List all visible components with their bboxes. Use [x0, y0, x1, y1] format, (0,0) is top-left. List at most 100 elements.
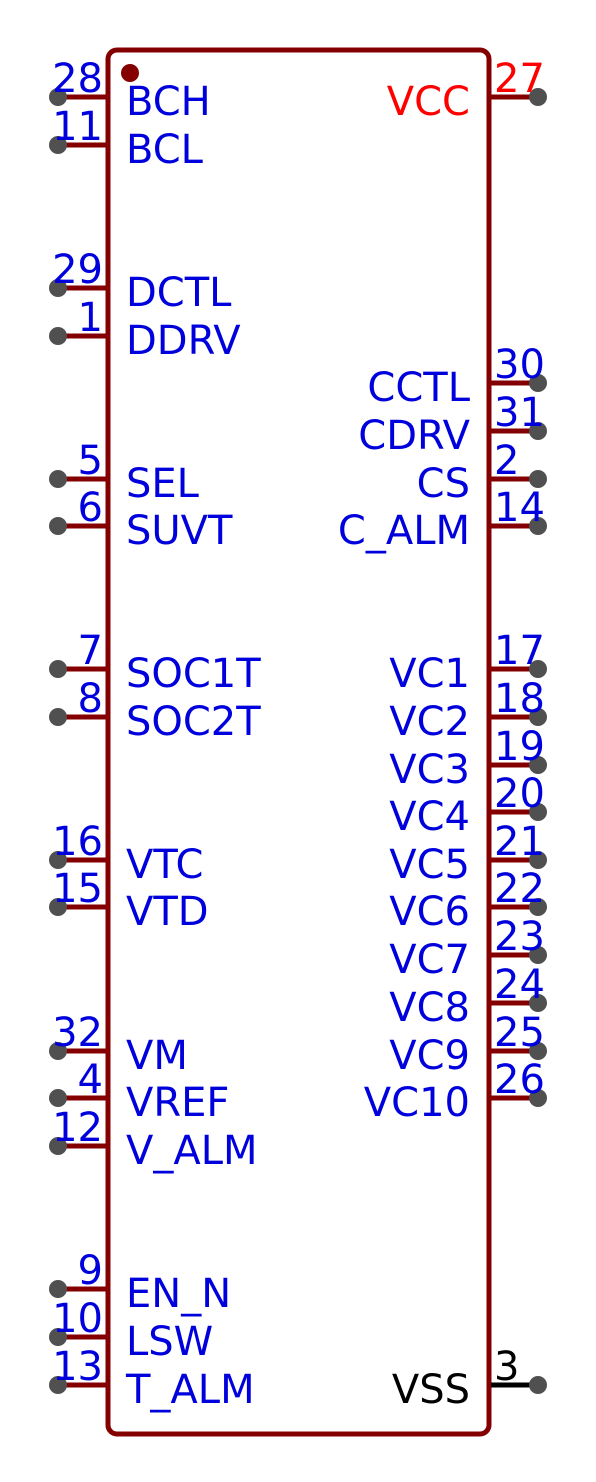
pin-name: VM	[126, 1033, 188, 1079]
pin-name: VC3	[389, 747, 470, 793]
pin-endpoint-icon	[49, 851, 67, 869]
pin-number: 17	[494, 628, 545, 674]
pin-name: VTC	[126, 842, 203, 888]
pin-name: T_ALM	[125, 1367, 255, 1413]
pin-name: VTD	[126, 889, 209, 935]
pin-name: VC1	[389, 651, 470, 697]
pin-endpoint-icon	[529, 851, 547, 869]
pin-endpoint-icon	[529, 756, 547, 774]
pin-number: 31	[494, 390, 545, 436]
pin-number: 10	[52, 1296, 103, 1342]
right-pins: 27VCC30CCTL31CDRV2CS14C_ALM17VC118VC219V…	[338, 56, 547, 1413]
pin-endpoint-icon	[49, 136, 67, 154]
pin-number: 6	[78, 485, 103, 531]
pin-name: EN_N	[126, 1271, 231, 1317]
pin-number: 27	[494, 56, 545, 102]
pin-number: 11	[52, 104, 103, 150]
pin-number: 3	[494, 1344, 519, 1390]
pin-endpoint-icon	[49, 327, 67, 345]
pin-name: VC5	[389, 842, 470, 888]
pin-number: 5	[78, 438, 103, 484]
pin-endpoint-icon	[529, 1089, 547, 1107]
pin1-marker-icon	[121, 64, 139, 82]
pin-endpoint-icon	[49, 88, 67, 106]
pin-endpoint-icon	[49, 517, 67, 535]
pin-name: VC10	[364, 1080, 470, 1126]
pin-number: 12	[52, 1105, 103, 1151]
pin-endpoint-icon	[529, 374, 547, 392]
pin-endpoint-icon	[49, 1089, 67, 1107]
pin-number: 8	[78, 676, 103, 722]
pin-name: SUVT	[126, 508, 233, 554]
pin-number: 29	[52, 247, 103, 293]
pin-endpoint-icon	[49, 898, 67, 916]
pin-number: 22	[494, 866, 545, 912]
pin-endpoint-icon	[49, 470, 67, 488]
pin-endpoint-icon	[529, 660, 547, 678]
pin-endpoint-icon	[49, 1137, 67, 1155]
pin-name: V_ALM	[126, 1128, 258, 1174]
pin-number: 20	[494, 771, 545, 817]
pin-number: 13	[52, 1344, 103, 1390]
pin-endpoint-icon	[529, 88, 547, 106]
pin-number: 23	[494, 914, 545, 960]
pin-name: VC2	[389, 699, 470, 745]
pin-endpoint-icon	[529, 803, 547, 821]
pin-name: DCTL	[126, 270, 232, 316]
pin-endpoint-icon	[529, 708, 547, 726]
pin-name: SOC2T	[126, 699, 261, 745]
pin-endpoint-icon	[529, 946, 547, 964]
pin-name: VREF	[126, 1080, 229, 1126]
pin-number: 1	[78, 295, 103, 341]
pin-endpoint-icon	[49, 1376, 67, 1394]
pin-endpoint-icon	[49, 1280, 67, 1298]
pin-name: VC9	[389, 1033, 470, 1079]
pin-endpoint-icon	[529, 994, 547, 1012]
pin-endpoint-icon	[529, 470, 547, 488]
pin-number: 18	[494, 676, 545, 722]
pin-number: 15	[52, 866, 103, 912]
pin-name: VC4	[389, 794, 470, 840]
pin-endpoint-icon	[49, 279, 67, 297]
pin-endpoint-icon	[529, 422, 547, 440]
pin-name: SEL	[126, 461, 200, 507]
pin-name: CCTL	[367, 365, 470, 411]
pin-endpoint-icon	[49, 708, 67, 726]
pin-number: 25	[494, 1010, 545, 1056]
pin-endpoint-icon	[49, 660, 67, 678]
pin-name: VCC	[387, 79, 470, 125]
pin-name: DDRV	[126, 318, 241, 364]
pin-name: C_ALM	[338, 508, 470, 554]
pin-number: 4	[78, 1057, 103, 1103]
pin-number: 7	[78, 628, 103, 674]
pin-name: SOC1T	[126, 651, 261, 697]
pin-endpoint-icon	[529, 1376, 547, 1394]
pin-number: 9	[78, 1248, 103, 1294]
pin-number: 28	[52, 56, 103, 102]
